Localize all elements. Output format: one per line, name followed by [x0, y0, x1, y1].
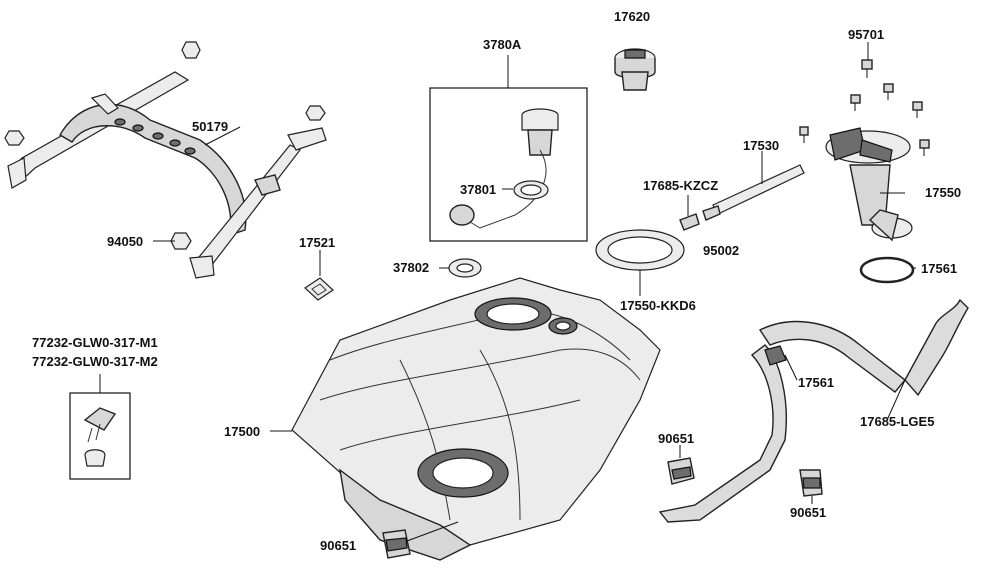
- o-ring: [859, 256, 915, 284]
- fuel-cap-17620: [614, 48, 656, 91]
- label-17685-lge5[interactable]: 17685-LGE5: [860, 414, 934, 429]
- leader-lines: [153, 126, 916, 432]
- label-17561-top[interactable]: 17561: [921, 261, 957, 276]
- label-50179[interactable]: 50179: [192, 119, 228, 134]
- label-17550[interactable]: 17550: [925, 185, 961, 200]
- fuel-pump-assembly: [799, 42, 930, 242]
- label-37801[interactable]: 37801: [460, 182, 496, 197]
- tank-strap-assembly: [7, 71, 327, 279]
- label-77232-m2[interactable]: 77232-GLW0-317-M2: [32, 354, 158, 369]
- label-3780A[interactable]: 3780A: [483, 37, 522, 52]
- label-94050[interactable]: 94050: [107, 234, 143, 249]
- fuel-sender-box: [429, 55, 588, 242]
- label-90651-right[interactable]: 90651: [790, 505, 826, 520]
- label-17521[interactable]: 17521: [299, 235, 335, 250]
- breather-pipe: [679, 151, 805, 231]
- pump-gasket: [595, 229, 685, 296]
- pump-screws: [799, 59, 930, 156]
- label-17620[interactable]: 17620: [614, 9, 650, 24]
- hose-clip-mid: [667, 445, 695, 485]
- label-95701[interactable]: 95701: [848, 27, 884, 42]
- fuel-tank-17500: [291, 277, 661, 561]
- part-labels: 3780A 17620 95701 50179 37801 17530 1768…: [32, 9, 961, 553]
- fuel-hose-17561: [658, 344, 798, 523]
- label-95002[interactable]: 95002: [703, 243, 739, 258]
- caution-label-17521: [304, 250, 334, 301]
- fuel-hose-17685: [758, 298, 969, 397]
- label-17561-hose[interactable]: 17561: [798, 375, 834, 390]
- label-17685-kzcz[interactable]: 17685-KZCZ: [643, 178, 718, 193]
- label-37802[interactable]: 37802: [393, 260, 429, 275]
- label-90651-mid[interactable]: 90651: [658, 431, 694, 446]
- label-17530[interactable]: 17530: [743, 138, 779, 153]
- flange-nut-group: [4, 41, 326, 250]
- connector-detail-box: [69, 374, 131, 480]
- sender-gasket: [448, 258, 482, 278]
- label-17550-kkd6[interactable]: 17550-KKD6: [620, 298, 696, 313]
- label-17500[interactable]: 17500: [224, 424, 260, 439]
- label-90651-bottom[interactable]: 90651: [320, 538, 356, 553]
- hose-clip-bottom: [382, 521, 459, 559]
- hose-clip-right: [799, 469, 823, 504]
- label-77232-m1[interactable]: 77232-GLW0-317-M1: [32, 335, 158, 350]
